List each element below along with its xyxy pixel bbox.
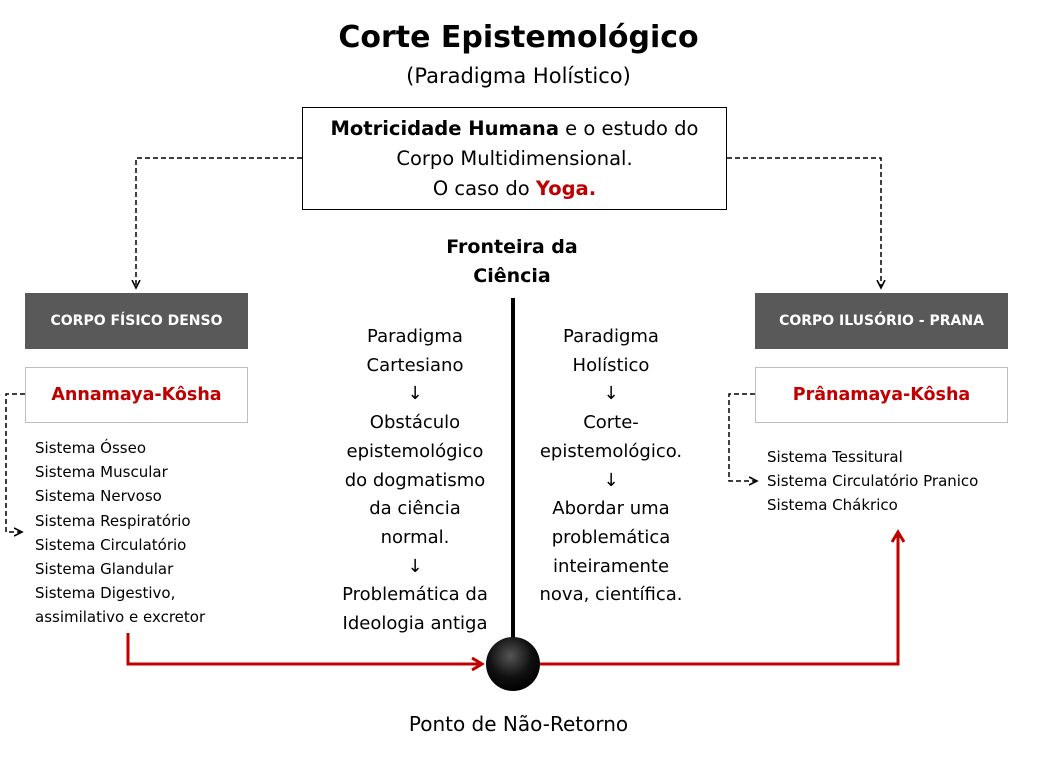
right-systems-list: Sistema Tessitural Sistema Circulatório … xyxy=(767,445,978,518)
red-arrow-right xyxy=(540,533,898,666)
top-box-text1: e o estudo do xyxy=(558,116,699,140)
top-box-bold: Motricidade Humana xyxy=(330,116,559,140)
cartesian-paradigm-column: Paradigma Cartesiano ↓ Obstáculo epistem… xyxy=(325,323,505,639)
dashed-connector-left xyxy=(136,157,302,287)
right-system-item: Sistema Tessitural xyxy=(767,448,903,466)
right-system-item: Sistema Chákrico xyxy=(767,496,898,515)
left-systems-list: Sistema Ósseo Sistema Muscular Sistema N… xyxy=(35,436,205,630)
cartesian-line: do dogmatismo xyxy=(344,469,486,491)
left-system-item: assimilativo e excretor xyxy=(35,608,206,627)
left-system-item: Sistema Glandular xyxy=(35,560,174,579)
left-system-item: Sistema Respiratório xyxy=(35,511,191,530)
right-system-item: Sistema Circulatório Pranico xyxy=(767,472,979,491)
holistic-line: Paradigma xyxy=(563,326,659,347)
cartesian-line: Ideologia antiga xyxy=(342,613,488,635)
cartesian-line: Obstáculo xyxy=(369,412,461,434)
top-box-line2: Corpo Multidimensional. xyxy=(396,146,633,170)
holistic-line: Abordar uma xyxy=(552,498,670,520)
left-system-item: Sistema Nervoso xyxy=(35,487,162,506)
cartesian-line: normal. xyxy=(380,526,450,548)
top-box-line3: O caso do Yoga. xyxy=(433,174,596,204)
left-kosha-box: Annamaya-Kôsha xyxy=(25,367,248,423)
left-system-item: Sistema Muscular xyxy=(35,463,168,482)
diagram-subtitle: (Paradigma Holístico) xyxy=(406,64,631,88)
cartesian-line: da ciência xyxy=(369,498,461,520)
point-of-no-return-label: Ponto de Não-Retorno xyxy=(408,712,629,736)
cartesian-line: Cartesiano xyxy=(366,354,464,376)
holistic-line: Corte- xyxy=(583,412,639,434)
dashed-connector-right xyxy=(727,157,881,287)
cartesian-line: epistemológico xyxy=(346,440,484,462)
frontier-line1: Fronteira da xyxy=(446,236,578,258)
science-frontier-label: Fronteira da Ciência xyxy=(422,233,602,291)
point-of-no-return-ball xyxy=(486,637,540,691)
holistic-line: inteiramente xyxy=(552,555,670,577)
holistic-line: problemática xyxy=(551,526,671,548)
holistic-line: nova, científica. xyxy=(539,584,683,606)
dashed-bracket-left xyxy=(5,393,25,532)
left-system-item: Sistema Circulatório xyxy=(35,535,187,554)
dashed-bracket-right xyxy=(728,393,756,481)
holistic-paradigm-column: Paradigma Holístico ↓ Corte- epistemológ… xyxy=(521,323,701,610)
down-arrow-icon: ↓ xyxy=(407,555,423,577)
diagram-title: Corte Epistemológico xyxy=(338,20,699,55)
cartesian-line: Problemática da xyxy=(342,584,488,606)
down-arrow-icon: ↓ xyxy=(407,383,423,405)
red-arrow-left xyxy=(126,633,481,664)
left-system-item: Sistema Digestivo, xyxy=(35,584,176,603)
frontier-line2: Ciência xyxy=(473,265,551,287)
left-header-box: CORPO FÍSICO DENSO xyxy=(25,293,248,349)
down-arrow-icon: ↓ xyxy=(603,469,619,491)
left-system-item: Sistema Ósseo xyxy=(35,439,147,457)
down-arrow-icon: ↓ xyxy=(603,383,619,405)
holistic-line: Holístico xyxy=(572,354,650,376)
top-box: Motricidade Humana e o estudo do Corpo M… xyxy=(302,107,727,210)
top-box-yoga: Yoga. xyxy=(535,176,597,200)
top-box-line1: Motricidade Humana e o estudo do xyxy=(331,114,699,144)
right-kosha-box: Prânamaya-Kôsha xyxy=(755,367,1008,423)
top-box-line3-prefix: O caso do xyxy=(432,176,536,200)
holistic-line: epistemológico. xyxy=(539,440,683,462)
right-header-box: CORPO ILUSÓRIO - PRANA xyxy=(755,293,1008,349)
cartesian-line: Paradigma xyxy=(367,326,463,347)
